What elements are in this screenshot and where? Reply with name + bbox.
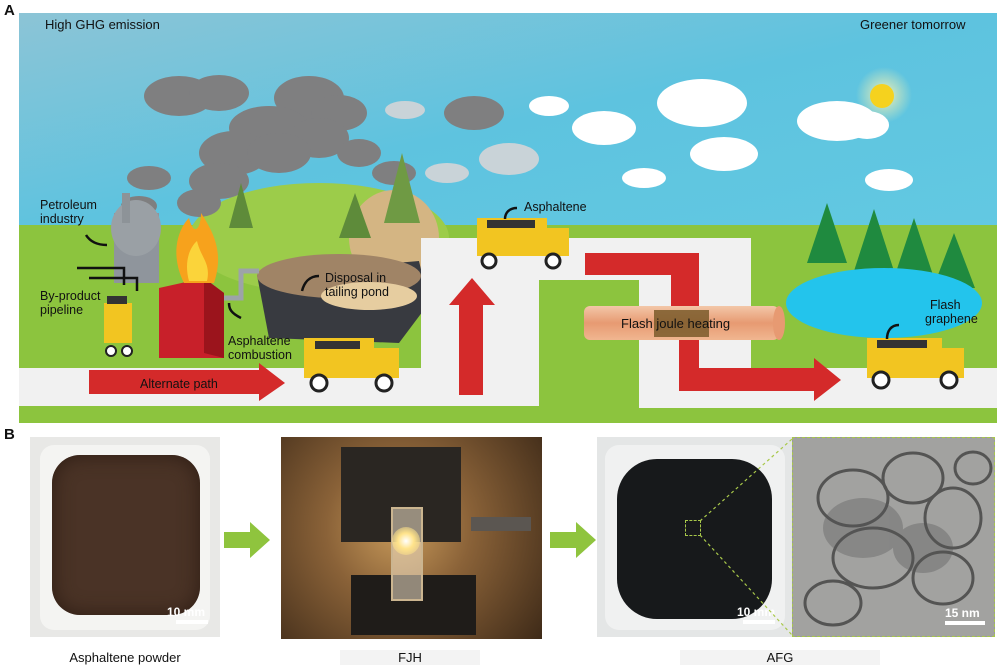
caption-afg: AFG [680,650,880,665]
fjh-electrode-right [471,517,531,531]
scalebar-powder-label: 10 mm [167,605,206,619]
powder-sample [52,455,200,615]
caption-asphaltene-powder: Asphaltene powder [69,650,181,665]
label-combustion-line2: combustion [228,348,292,362]
label-petroleum-industry: Petroleum industry [40,198,97,226]
label-petroleum-line2: industry [40,212,84,226]
pond [786,268,982,338]
photo-tem: 15 nm [792,437,995,637]
afg-sample [617,459,772,619]
white-clouds [529,79,913,191]
scalebar-tem [945,621,985,625]
panel-a-illustration [19,13,997,423]
label-disposal-tailing-pond: Disposal in tailing pond [325,271,389,299]
label-byproduct-line2: pipeline [40,303,84,317]
truck-left [104,296,133,357]
truck-graphene [867,338,964,390]
label-disposal-line2: tailing pond [325,285,389,299]
transition-arrow-2 [550,522,596,558]
scalebar-tem-label: 15 nm [945,606,980,620]
zoom-lines [699,438,793,636]
scalebar-afg [743,620,775,624]
trees-left [229,153,420,238]
truck-asphaltene [477,218,569,270]
scalebar-powder [176,620,208,624]
right-title: Greener tomorrow [860,17,966,32]
truck-center-bottom [304,338,399,393]
label-combustion-line1: Asphaltene [228,334,291,348]
trees-right [807,203,975,288]
label-asphaltene-truck: Asphaltene [524,200,587,214]
label-disposal-line1: Disposal in [325,271,387,285]
tem-texture [793,438,994,636]
panel-b-letter: B [4,426,15,443]
afg-zoom-box [685,520,701,536]
label-byproduct-pipeline: By-product pipeline [40,289,100,317]
photo-afg: 10 mm [597,437,792,637]
fjh-flash [392,527,420,555]
label-flash-line2: graphene [925,312,978,326]
transition-arrow-1 [224,522,270,558]
smoke-clouds [121,75,504,217]
photo-fjh-apparatus [281,437,542,639]
label-flash-graphene: Flash graphene [925,298,978,326]
flash-joule-tube [584,306,785,340]
scalebar-afg-label: 10 mm [737,605,776,619]
tailing-label-bg [321,282,417,310]
caption-fjh: FJH [340,650,480,665]
label-byproduct-line1: By-product [40,289,101,303]
petroleum-factory [111,193,161,283]
pointer-arrows [77,206,900,340]
label-flash-line1: Flash [930,298,961,312]
label-petroleum-line1: Petroleum [40,198,97,212]
label-asphaltene-combustion: Asphaltene combustion [228,334,292,362]
light-clouds [385,101,539,183]
label-alternate-path: Alternate path [140,377,218,391]
left-title: High GHG emission [45,17,160,32]
label-flash-joule-heating: Flash joule heating [621,316,731,331]
panel-a-letter: A [4,2,15,19]
sun [870,84,894,108]
pipes [224,268,259,301]
photo-asphaltene-powder: 10 mm [30,437,220,637]
combustion-furnace [159,213,224,358]
